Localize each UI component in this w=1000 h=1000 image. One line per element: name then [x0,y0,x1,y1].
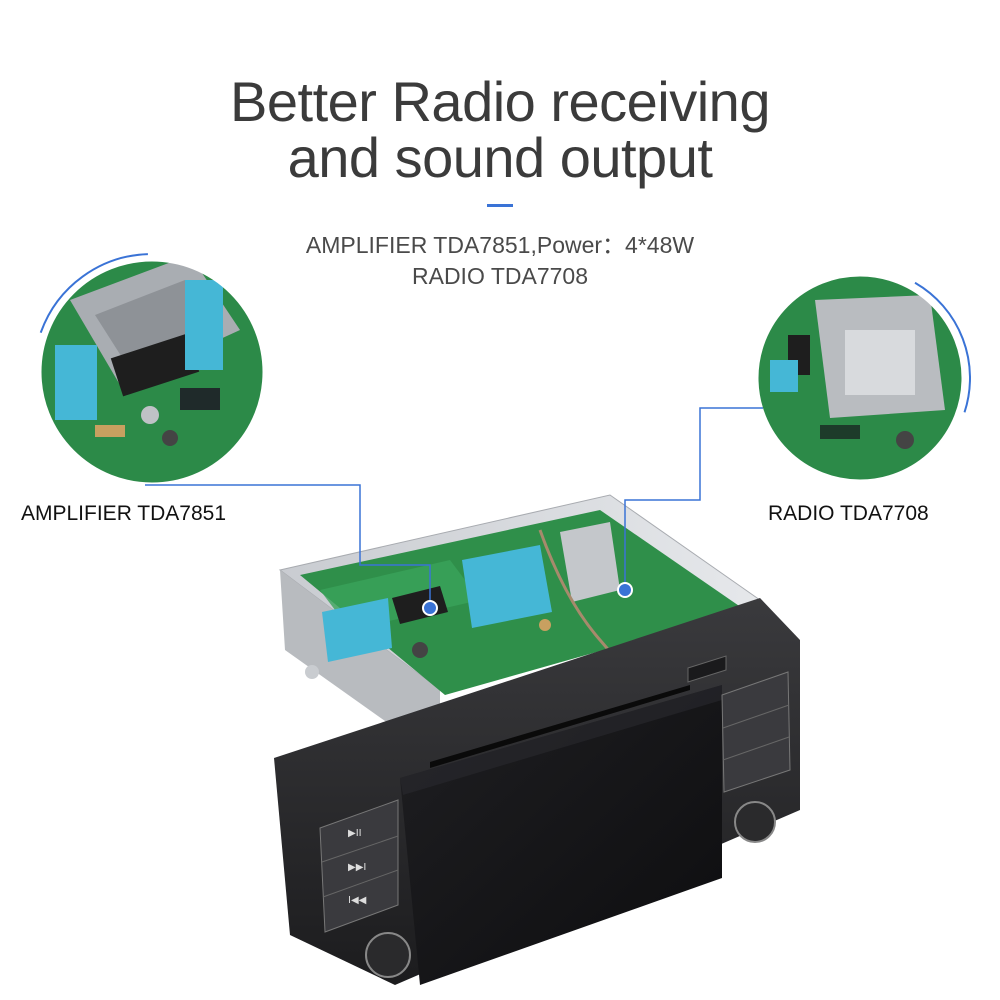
accent-divider [487,204,513,207]
callout-lines [145,407,763,616]
radio-callout-label: RADIO TDA7708 [768,502,929,525]
amplifier-callout-label: AMPLIFIER TDA7851 [21,502,227,525]
radio-zoom-lens [749,267,971,489]
headline-line1: Better Radio receiving [230,70,770,133]
subtitle-line1: AMPLIFIER TDA7851,Power：4*48W [305,232,695,258]
subtitle-line2: RADIO TDA7708 [412,263,588,289]
svg-text:▶II: ▶II [348,828,362,839]
svg-text:▶▶I: ▶▶I [348,862,366,873]
device-chassis [278,494,762,760]
amplifier-zoom-lens [33,253,271,491]
svg-text:I◀◀: I◀◀ [348,895,367,906]
headline-line2: and sound output [287,126,713,189]
device-faceplate: ▶II ▶▶I I◀◀ [274,598,800,985]
